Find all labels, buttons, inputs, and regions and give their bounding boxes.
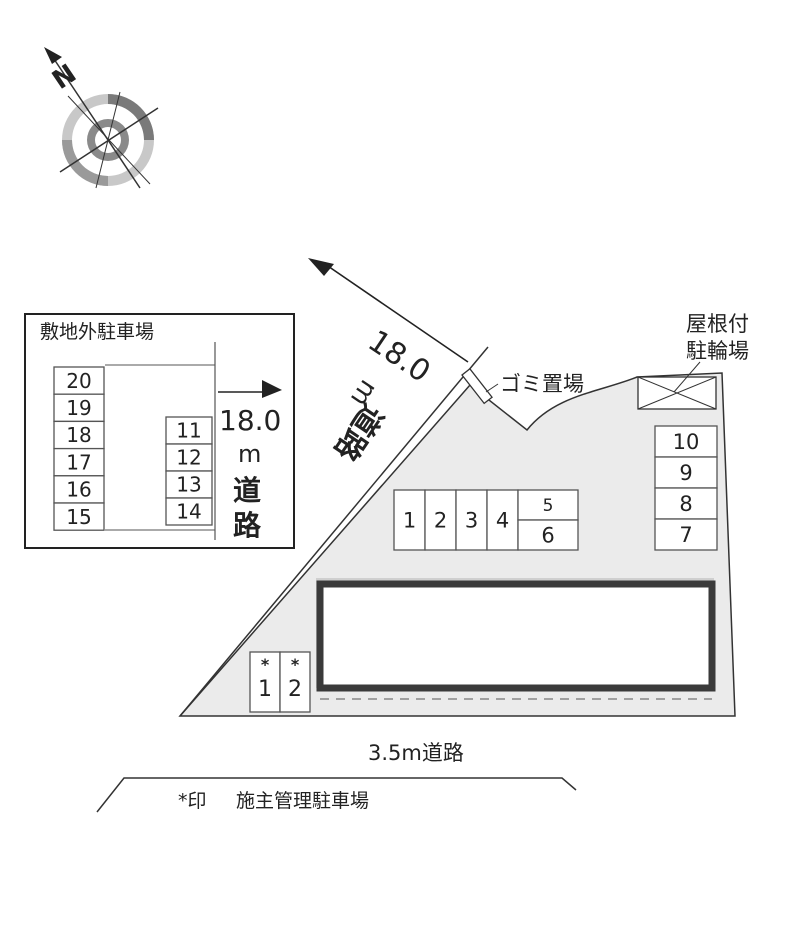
legend-text: 施主管理駐車場 bbox=[236, 790, 369, 812]
parking-stall-label: 6 bbox=[541, 524, 554, 548]
owner-stall-number: 2 bbox=[288, 677, 302, 702]
offsite-stall bbox=[53, 447, 105, 477]
offsite-stall bbox=[53, 502, 105, 531]
bike-shed-label-1: 屋根付 bbox=[686, 312, 749, 336]
offsite-road-unit: m bbox=[238, 440, 261, 468]
parking-stall-label: 4 bbox=[496, 509, 509, 533]
offsite-stall-label: 19 bbox=[66, 396, 91, 420]
offsite-title: 敷地外駐車場 bbox=[40, 321, 154, 343]
offsite-stall-label: 17 bbox=[66, 450, 91, 474]
offsite-stall-label: 18 bbox=[66, 423, 91, 447]
offsite-road-name-2: 路 bbox=[233, 509, 262, 542]
parking-stall-label: 1 bbox=[403, 509, 416, 533]
south-road-label: 3.5m道路 bbox=[368, 741, 464, 765]
parking-stall bbox=[654, 425, 718, 458]
offsite-stall-label: 20 bbox=[66, 369, 91, 393]
offsite-road-width: 18.0 bbox=[219, 404, 281, 437]
owner-stall bbox=[249, 651, 281, 713]
offsite-stall-label: 11 bbox=[176, 419, 201, 443]
parking-stall bbox=[424, 489, 457, 551]
offsite-stall bbox=[53, 420, 105, 450]
offsite-right-stalls: 11 12 13 14 bbox=[165, 416, 213, 526]
offsite-stall bbox=[165, 497, 213, 526]
building bbox=[316, 578, 716, 700]
owner-stall-mark: * bbox=[261, 655, 270, 674]
bike-shed-label-2: 駐輪場 bbox=[686, 339, 749, 363]
garbage-area bbox=[461, 367, 493, 405]
offsite-left-stalls: 20 19 18 17 16 15 bbox=[53, 366, 105, 531]
legend-mark: *印 bbox=[178, 790, 207, 812]
parking-stall-label: 5 bbox=[543, 496, 554, 516]
garbage-label: ゴミ置場 bbox=[500, 372, 584, 396]
center-parking-stack: 56 bbox=[517, 489, 579, 551]
parking-stall-label: 10 bbox=[673, 430, 700, 454]
parking-stall bbox=[393, 489, 426, 551]
parking-stall-label: 2 bbox=[434, 509, 447, 533]
offsite-road-name-1: 道 bbox=[233, 474, 261, 507]
offsite-stall-label: 14 bbox=[176, 500, 201, 524]
offsite-stall bbox=[165, 443, 213, 472]
parking-stall-label: 3 bbox=[465, 509, 478, 533]
bike-shed bbox=[637, 361, 717, 410]
offsite-stall bbox=[53, 393, 105, 423]
parking-stall-label: 9 bbox=[679, 461, 692, 485]
owner-stall-mark: * bbox=[291, 655, 300, 674]
offsite-stall-label: 15 bbox=[66, 505, 91, 529]
parking-stall-label: 7 bbox=[679, 523, 692, 547]
parking-stall bbox=[654, 487, 718, 520]
right-parking-stalls: 10 9 8 7 bbox=[654, 425, 718, 551]
offsite-stall-label: 12 bbox=[176, 446, 201, 470]
nw-road-name: 道路 bbox=[326, 398, 389, 468]
compass-north-label: N bbox=[47, 59, 82, 96]
owner-parking-stalls: * 1 * 2 bbox=[249, 651, 311, 713]
offsite-stall bbox=[165, 470, 213, 499]
parking-stall bbox=[517, 519, 579, 551]
parking-stall bbox=[654, 456, 718, 489]
owner-stall-number: 1 bbox=[258, 677, 272, 702]
parking-stall bbox=[455, 489, 488, 551]
compass-rose-icon: N bbox=[44, 47, 159, 189]
offsite-parking-box: 敷地外駐車場 20 19 18 17 16 15 11 12 13 14 18.0 m 道 路 bbox=[24, 313, 295, 549]
parking-stall bbox=[654, 518, 718, 551]
offsite-stall-label: 13 bbox=[176, 473, 201, 497]
owner-stall bbox=[279, 651, 311, 713]
offsite-stall-label: 16 bbox=[66, 478, 91, 502]
parking-stall-label: 8 bbox=[679, 492, 692, 516]
offsite-stall bbox=[53, 475, 105, 504]
offsite-stall bbox=[165, 416, 213, 445]
